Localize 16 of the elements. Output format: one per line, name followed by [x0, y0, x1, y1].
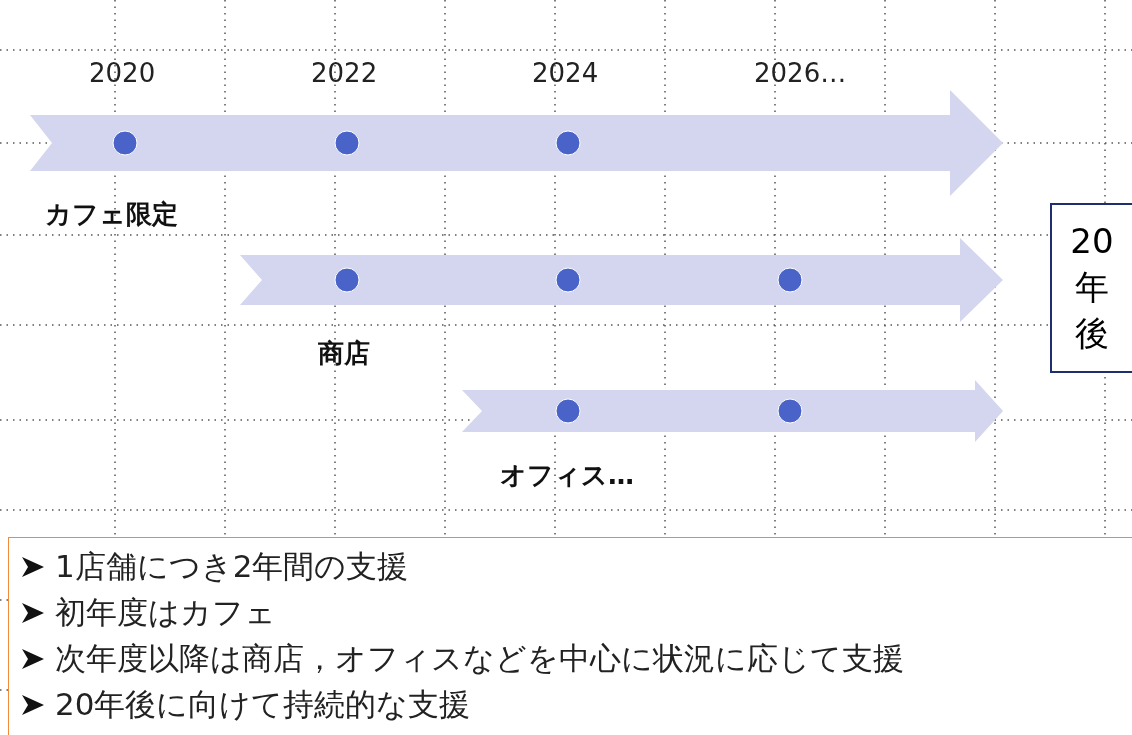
- year-label: 2022: [311, 58, 378, 88]
- year-label: 2020: [89, 58, 156, 88]
- text-box: 20年後: [1050, 203, 1132, 373]
- timeline-arrow: [462, 380, 1003, 442]
- bullet-text: 次年度以降は商店，オフィスなどを中心に状況に応じて支援: [55, 639, 904, 678]
- year-label: 2024: [532, 58, 599, 88]
- year-label: 2026…: [754, 58, 847, 88]
- phase-label: オフィス…: [500, 459, 634, 492]
- bullet-text: 1店舗につき2年間の支援: [55, 547, 409, 586]
- note-panel: [8, 537, 1132, 735]
- timeline-arrow: [240, 238, 1003, 322]
- bullet-text: 20年後に向けて持続的な支援: [55, 685, 471, 724]
- phase-label: カフェ限定: [45, 198, 178, 231]
- timeline-arrow: [30, 90, 1003, 196]
- bullet-text: 初年度はカフェ: [55, 593, 276, 632]
- phase-label: 商店: [318, 337, 370, 370]
